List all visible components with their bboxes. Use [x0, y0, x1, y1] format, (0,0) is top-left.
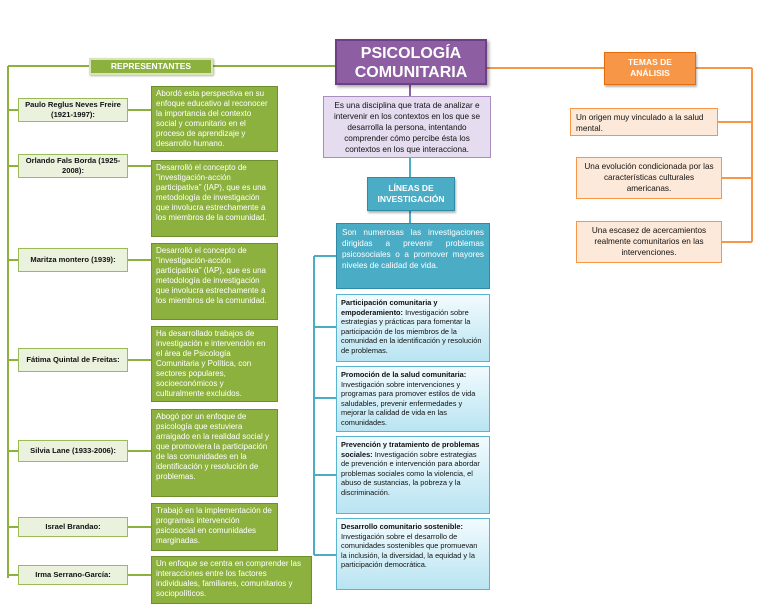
temas-title-line2: ANÁLISIS [630, 68, 670, 78]
linea-text: Investigación sobre estrategias de preve… [341, 449, 480, 497]
central-topic: PSICOLOGÍA COMUNITARIA [335, 39, 487, 85]
linea-desarrollo: Desarrollo comunitario sostenible: Inves… [336, 518, 490, 590]
rep-desc-lane: Abogó por un enfoque de psicología que e… [151, 409, 278, 497]
rep-name-montero: Maritza montero (1939): [18, 248, 128, 272]
rep-name-fals-borda: Orlando Fals Borda (1925-2008): [18, 154, 128, 178]
linea-text: Investigación sobre el desarrollo de com… [341, 531, 478, 570]
definition-box: Es una disciplina que trata de analizar … [323, 96, 491, 158]
rep-desc-fals-borda: Desarrolló el concepto de "investigación… [151, 160, 278, 237]
lineas-intro: Son numerosas las investigaciones dirigi… [336, 223, 490, 289]
rep-name-brandao: Israel Brandao: [18, 517, 128, 537]
linea-heading: Promoción de la salud comunitaria: [341, 370, 467, 379]
rep-desc-freire: Abordó esta perspectiva en su enfoque ed… [151, 86, 278, 152]
rep-name-serrano: Irma Serrano-García: [18, 565, 128, 585]
central-title-line2: COMUNITARIA [354, 64, 468, 81]
tema-escasez: Una escasez de acercamientos realmente c… [576, 221, 722, 263]
lineas-title: LÍNEAS DE INVESTIGACIÓN [367, 177, 455, 211]
representantes-title: REPRESENTANTES [89, 58, 213, 75]
linea-promocion: Promoción de la salud comunitaria: Inves… [336, 366, 490, 432]
rep-desc-quintal: Ha desarrollado trabajos de investigació… [151, 326, 278, 402]
linea-heading: Desarrollo comunitario sostenible: [341, 522, 463, 531]
temas-title-line1: TEMAS DE [628, 57, 672, 67]
rep-name-lane: Silvia Lane (1933-2006): [18, 440, 128, 462]
linea-text: Investigación sobre intervenciones y pro… [341, 379, 476, 427]
rep-desc-serrano: Un enfoque se centra en comprender las i… [151, 556, 312, 604]
linea-heading: Participación comunitaria y empoderamien… [341, 298, 438, 317]
rep-name-freire: Paulo Reglus Neves Freire (1921-1997): [18, 98, 128, 122]
linea-prevencion: Prevención y tratamiento de problemas so… [336, 436, 490, 514]
tema-origen: Un origen muy vinculado a la salud menta… [570, 108, 718, 136]
rep-desc-montero: Desarrolló el concepto de "investigación… [151, 243, 278, 320]
linea-text: Investigación sobre estrategias y prácti… [341, 307, 482, 355]
temas-title: TEMAS DE ANÁLISIS [604, 52, 696, 85]
linea-participacion: Participación comunitaria y empoderamien… [336, 294, 490, 362]
lineas-title-line2: INVESTIGACIÓN [377, 194, 445, 204]
central-title-line1: PSICOLOGÍA [360, 45, 462, 62]
linea-heading: Prevención y tratamiento de problemas so… [341, 440, 480, 459]
lineas-title-line1: LÍNEAS DE [388, 183, 434, 193]
tema-evolucion: Una evolución condicionada por las carac… [576, 157, 722, 199]
rep-desc-brandao: Trabajó en la implementación de programa… [151, 503, 278, 551]
rep-name-quintal: Fátima Quintal de Freitas: [18, 348, 128, 372]
